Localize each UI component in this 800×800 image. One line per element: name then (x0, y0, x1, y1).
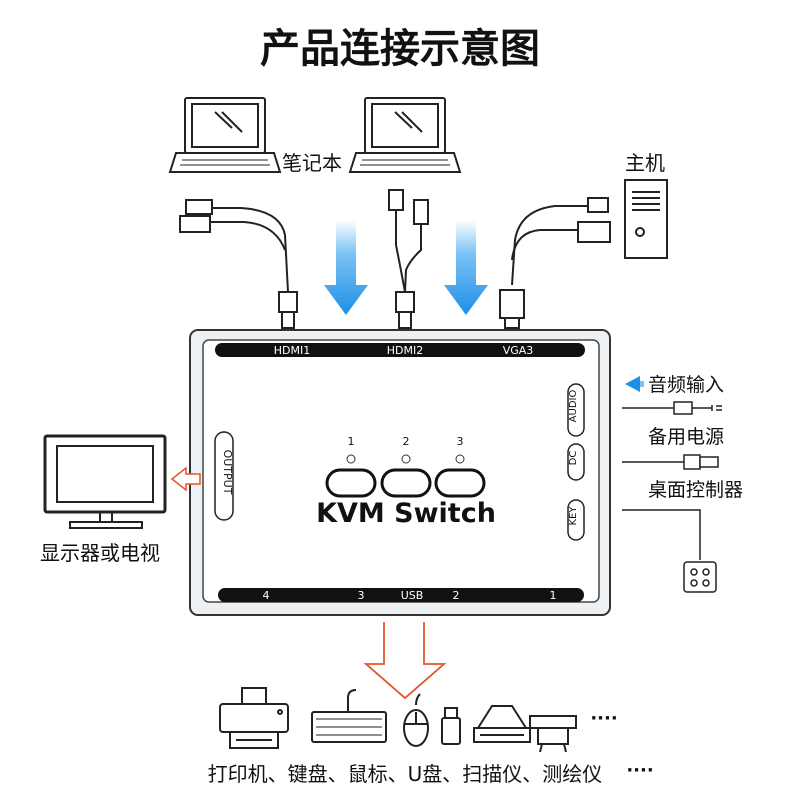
desktop-controller-label: 桌面控制器 (648, 479, 743, 501)
usb-port-3: 3 (358, 589, 365, 602)
usb-port-2: 2 (453, 589, 460, 602)
input-port-bar (215, 343, 585, 357)
switch-button-2[interactable]: 2 (380, 435, 432, 498)
audio-port (567, 383, 585, 437)
more-devices-ellipsis: ···· (590, 708, 617, 729)
plotter-icon (529, 715, 577, 753)
dc-port-label: DC (568, 451, 579, 466)
input-arrow-2-icon (444, 220, 488, 315)
led-2-icon (401, 454, 411, 464)
button-1-number: 1 (348, 435, 355, 448)
host-tower-icon (624, 179, 668, 259)
port-hdmi1-label: HDMI1 (274, 344, 310, 357)
usb-drive-icon (441, 707, 461, 745)
usb-port-4: 4 (263, 589, 270, 602)
printer-icon (219, 687, 289, 749)
keyboard-icon (311, 689, 387, 743)
port-vga3-label: VGA3 (503, 344, 534, 357)
hdmi2-cable (388, 189, 429, 329)
scanner-icon (473, 705, 531, 743)
page-title: 产品连接示意图 (260, 26, 540, 72)
mouse-icon (403, 693, 429, 747)
led-3-icon (455, 454, 465, 464)
switch-name: KVM Switch (316, 498, 496, 529)
vga3-cable (499, 197, 611, 329)
peripherals-ellipsis: ···· (626, 760, 653, 781)
hdmi1-cable (179, 199, 298, 329)
switch-button-1[interactable]: 1 (325, 435, 377, 498)
output-port-label: OUTPUT (221, 450, 234, 495)
dc-port (567, 443, 585, 481)
laptop-2-icon (348, 97, 462, 173)
usb-label: USB (401, 589, 424, 602)
switch-button-3[interactable]: 3 (434, 435, 486, 498)
audio-jack-icon (622, 401, 722, 415)
led-1-icon (346, 454, 356, 464)
output-arrow-icon (170, 466, 201, 492)
display-label: 显示器或电视 (40, 541, 160, 565)
power-label: 备用电源 (648, 426, 724, 448)
usb-port-bar (218, 588, 584, 602)
usb-port-1: 1 (550, 589, 557, 602)
host-label: 主机 (625, 151, 665, 175)
usb-output-arrow-icon (363, 622, 447, 700)
usb-power-cable-icon (622, 454, 719, 470)
key-port-label: KEY (568, 506, 579, 526)
peripherals-label: 打印机、键盘、鼠标、U盘、扫描仪、测绘仪 (208, 762, 603, 786)
port-hdmi2-label: HDMI2 (387, 344, 423, 357)
button-2-number: 2 (403, 435, 410, 448)
desktop-controller-icon (622, 509, 717, 593)
audio-arrow-icon (625, 376, 644, 392)
output-port (214, 431, 234, 521)
input-arrow-1-icon (324, 220, 368, 315)
monitor-icon (43, 434, 167, 529)
audio-in-label: 音频输入 (648, 374, 724, 396)
laptop-label: 笔记本 (282, 151, 342, 175)
laptop-1-icon (168, 97, 282, 173)
button-3-number: 3 (457, 435, 464, 448)
key-port (567, 499, 585, 541)
audio-port-label: AUDIO (568, 390, 579, 423)
